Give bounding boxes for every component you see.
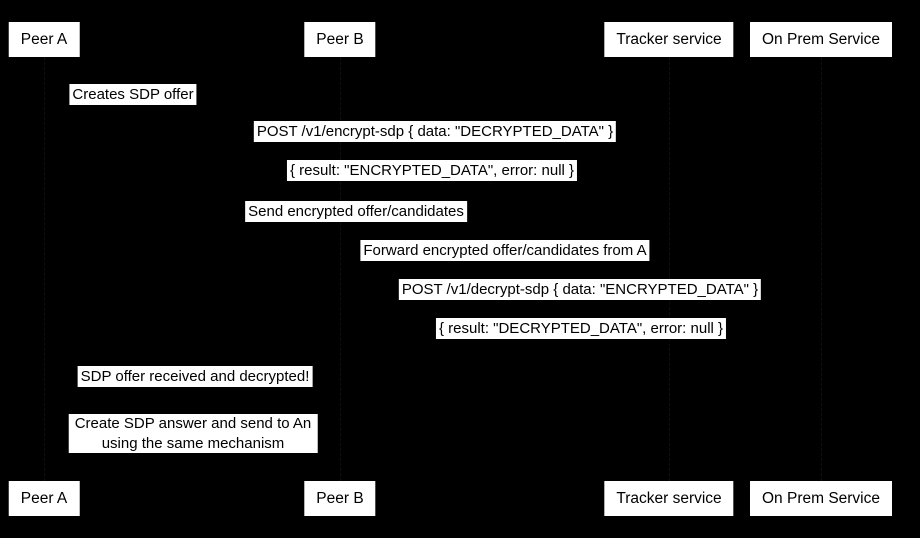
- lifeline-peer-a: [44, 57, 45, 481]
- message-decrypt-result: { result: "DECRYPTED_DATA", error: null …: [435, 318, 727, 339]
- message-forward-encrypted: Forward encrypted offer/candidates from …: [360, 240, 650, 261]
- actor-tracker-bottom: Tracker service: [604, 481, 734, 516]
- message-send-encrypted: Send encrypted offer/candidates: [245, 201, 467, 222]
- actor-tracker-top: Tracker service: [604, 22, 734, 57]
- lifeline-tracker: [669, 57, 670, 481]
- arrow-forward-encrypted: [340, 265, 669, 266]
- note-create-sdp-answer: Create SDP answer and send to An using t…: [68, 414, 318, 453]
- arrow-offer-received: [44, 392, 340, 393]
- actor-peer-b-top: Peer B: [304, 22, 376, 57]
- message-post-decrypt-sdp: POST /v1/decrypt-sdp { data: "ENCRYPTED_…: [398, 279, 762, 300]
- message-creates-sdp-offer: Creates SDP offer: [69, 84, 197, 105]
- message-encrypt-result: { result: "ENCRYPTED_DATA", error: null …: [286, 160, 578, 181]
- arrow-post-encrypt-sdp: [44, 146, 821, 147]
- arrow-encrypt-result: [44, 185, 821, 186]
- note-line-1: Create SDP answer and send to An: [74, 415, 312, 432]
- arrow-decrypt-result: [340, 343, 821, 344]
- lifeline-peer-b: [340, 57, 341, 481]
- message-offer-received: SDP offer received and decrypted!: [77, 366, 313, 387]
- message-post-encrypt-sdp: POST /v1/encrypt-sdp { data: "DECRYPTED_…: [253, 121, 617, 142]
- lifeline-on-prem: [821, 57, 822, 481]
- arrow-send-encrypted: [44, 226, 669, 227]
- actor-peer-a-bottom: Peer A: [8, 481, 80, 516]
- arrow-post-decrypt-sdp: [340, 304, 821, 305]
- actor-peer-a-top: Peer A: [8, 22, 80, 57]
- note-line-2: using the same mechanism: [101, 434, 285, 452]
- actor-on-prem-top: On Prem Service: [749, 22, 893, 57]
- actor-on-prem-bottom: On Prem Service: [749, 481, 893, 516]
- arrow-self-creates-offer: [44, 106, 104, 107]
- actor-peer-b-bottom: Peer B: [304, 481, 376, 516]
